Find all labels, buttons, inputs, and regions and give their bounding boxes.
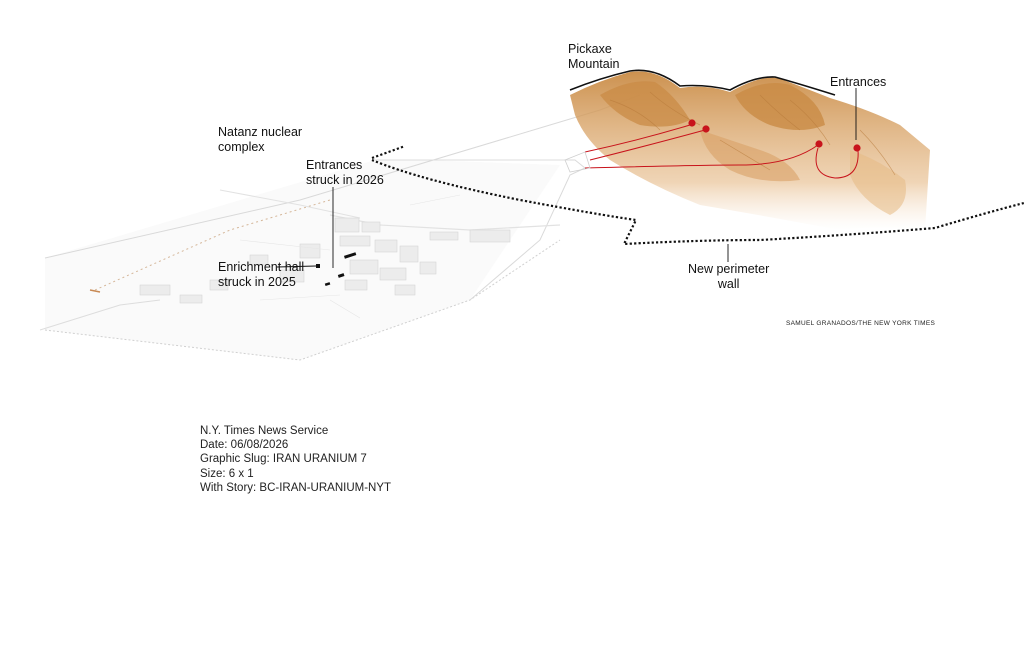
pickaxe-label-line2: Mountain: [568, 57, 620, 71]
perimeter-label-line1: New perimeter: [688, 262, 770, 276]
graphic-size: Size: 6 x 1: [200, 467, 254, 480]
slug-metadata: N.Y. Times News Service Date: 06/08/2026…: [200, 424, 391, 495]
enrichment-hall-line1: Enrichment hall: [218, 260, 305, 274]
natanz-label-line1: Natanz nuclear: [218, 125, 303, 139]
pickaxe-mountain-label: Pickaxe Mountain: [568, 42, 619, 72]
entrances-struck-label: Entrances struck in 2026: [306, 158, 384, 188]
natanz-complex-label: Natanz nuclear complex: [218, 125, 302, 155]
leader-lines: [276, 88, 857, 268]
mountain-ridge-line: [569, 69, 836, 96]
natanz-label-line2: complex: [218, 140, 265, 154]
news-service: N.Y. Times News Service: [200, 425, 329, 437]
pickaxe-label-line1: Pickaxe: [568, 42, 612, 56]
new-perimeter-wall: [371, 144, 1024, 246]
perimeter-label-line2: wall: [717, 277, 740, 291]
pickaxe-mountain-terrain: [569, 69, 930, 230]
enrichment-hall-line2: struck in 2025: [218, 275, 296, 289]
entrances-struck-line2: struck in 2026: [306, 173, 384, 187]
tunnel-lines: [564, 124, 859, 179]
graphic-credit: SAMUEL GRANADOS/THE NEW YORK TIMES: [786, 320, 936, 327]
perimeter-wall-label: New perimeter wall: [688, 262, 769, 292]
graphic-slug: Graphic Slug: IRAN URANIUM 7: [200, 453, 367, 466]
site-ground: [39, 94, 641, 361]
entrances-label: Entrances: [830, 75, 887, 89]
graphic-date: Date: 06/08/2026: [200, 439, 289, 452]
entrances-struck-line1: Entrances: [306, 158, 363, 172]
story-slug: With Story: BC-IRAN-URANIUM-NYT: [200, 481, 392, 494]
tunnel-entrance-markers: [688, 119, 861, 152]
enrichment-hall-label: Enrichment hall struck in 2025: [218, 260, 304, 290]
